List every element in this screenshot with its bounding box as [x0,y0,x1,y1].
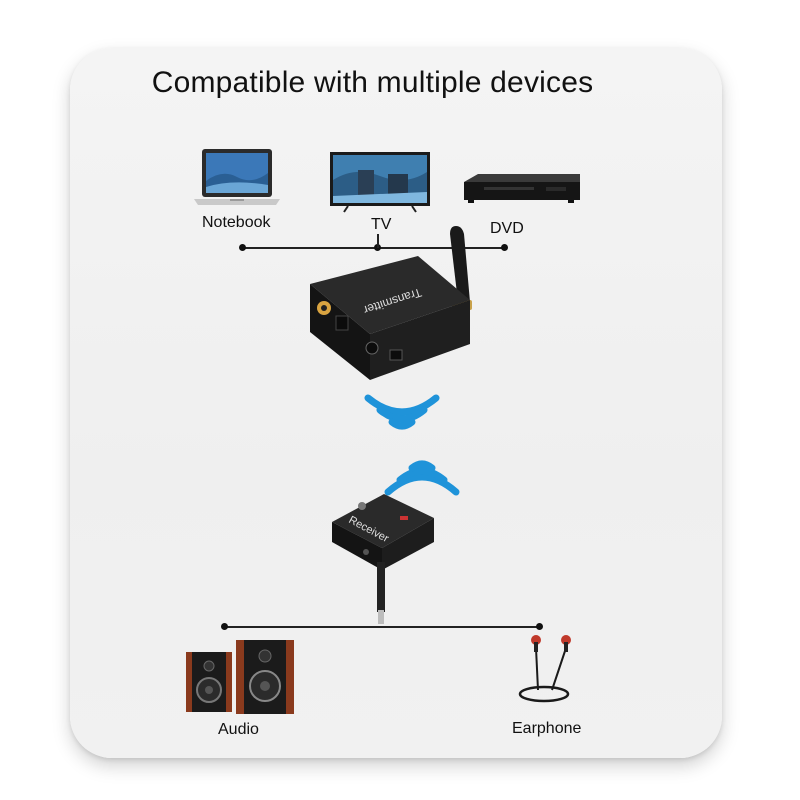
tv-connector-stem [377,234,379,248]
audio-label: Audio [218,721,259,738]
tv-icon [330,152,430,213]
connector-dot [221,623,228,630]
dvd-label: DVD [490,220,524,237]
wireless-signal-icon [364,394,440,430]
page-title: Compatible with multiple devices [151,66,594,99]
receiver-device: Receiver [332,494,434,624]
transmitter-device: Transmitter [310,226,472,380]
earphone-icon [518,635,571,703]
earphone-label: Earphone [512,720,582,737]
connector-dot [536,623,543,630]
notebook-label: Notebook [202,214,271,231]
tv-label: TV [371,216,392,233]
output-connector-line [224,626,540,628]
connector-dot [501,244,508,251]
speakers-icon [186,640,294,714]
notebook-icon [194,149,280,205]
dvd-player-icon [464,174,580,203]
connector-dot [239,244,246,251]
wireless-signal-icon [384,460,460,496]
